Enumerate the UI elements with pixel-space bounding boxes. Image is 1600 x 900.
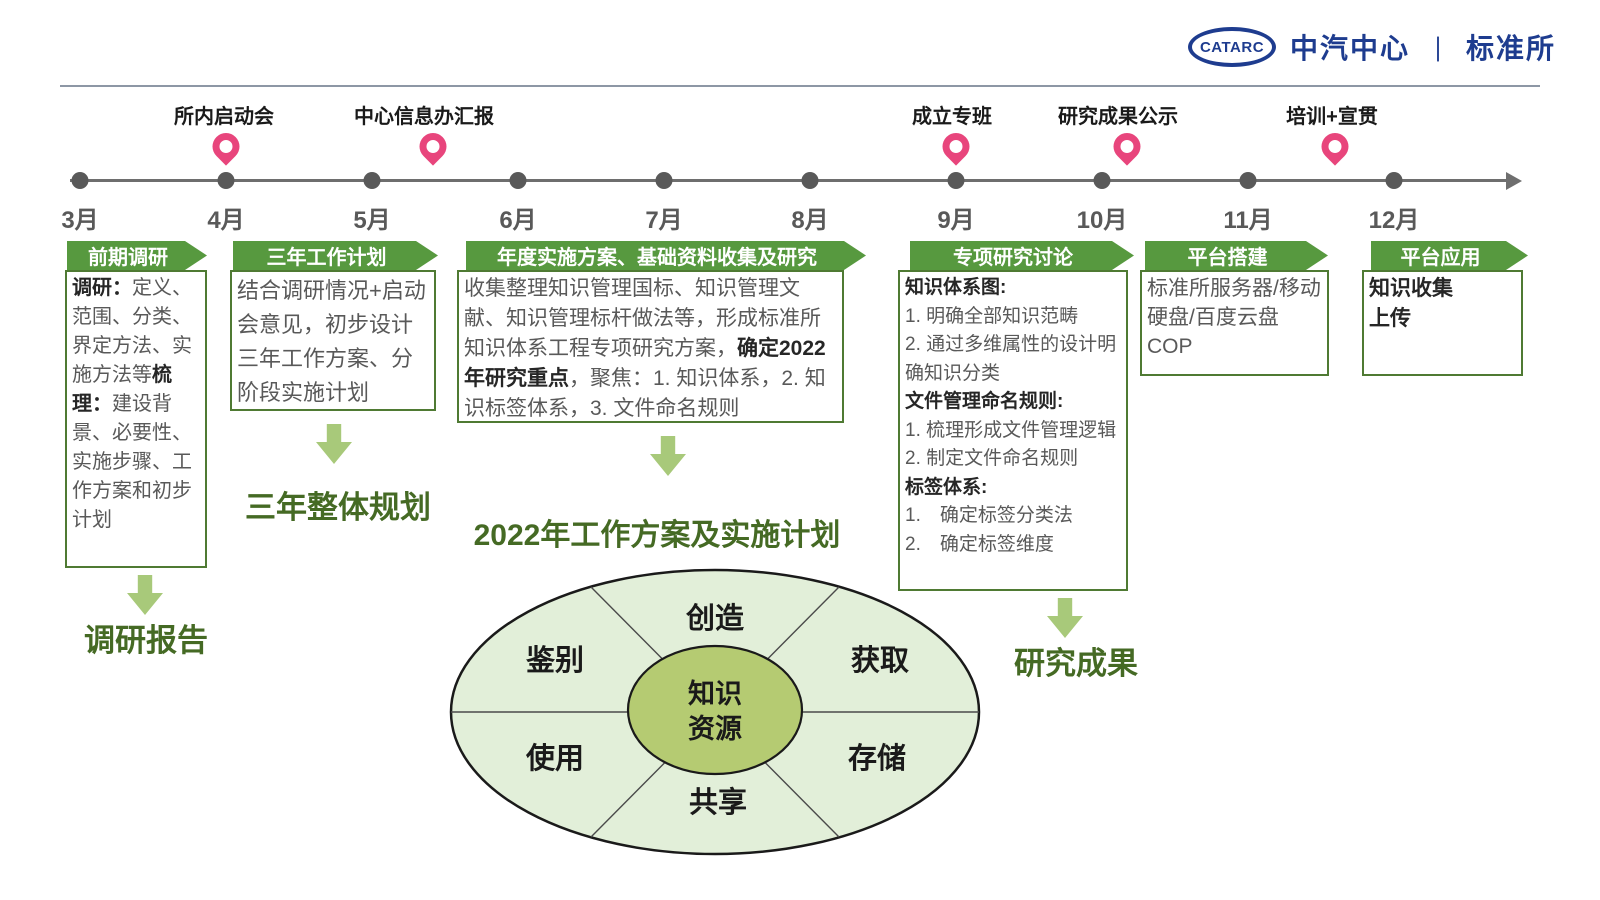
box-run: 建设背景、必要性、实施步骤、工作方案和初步计划 [72,393,192,531]
month-label: 12月 [1368,207,1420,234]
box-line: 2. 确定标签维度 [905,533,1054,555]
cycle-segment-acquire: 获取 [851,644,909,677]
map-pin-icon [1107,127,1147,166]
month-label: 6月 [499,207,537,234]
map-pin-icon [936,127,976,166]
output-2022-work-plan: 2022年工作方案及实施计划 [473,519,841,552]
timeline-arrowhead-icon [1506,172,1522,190]
catarc-logo-icon: CATARC [1188,27,1276,67]
month-label: 3月 [61,207,99,234]
phase-banner-annual-implementation: 年度实施方案、基础资料收集及研究 [466,241,866,270]
output-research-results: 研究成果 [1014,646,1138,681]
box-run: ，聚焦：1. 知识体系，2. 知识标签体系，3. 文件命名规则 [464,367,826,420]
box-line: 1. 梳理形成文件管理逻辑 [905,419,1117,441]
phase-banner-special-research: 专项研究讨论 [910,241,1134,270]
cycle-segment-use: 使用 [525,742,584,775]
month-label: 10月 [1076,207,1128,234]
box-run: 确定2022年研究重点 [464,337,826,390]
timeline-dot [655,172,673,189]
box-line: 1. 明确全部知识范畴 [905,305,1079,327]
phase-box-platform-apply: 知识收集 上传 [1362,270,1523,376]
down-arrow-icon [650,436,686,476]
header-logo-group: CATARC 中汽中心 ｜ 标准所 [1188,24,1556,70]
box-line: 文件管理命名规则: [905,391,1064,412]
timeline-dot [801,172,819,189]
org-divider: ｜ [1426,36,1451,64]
box-run: 调研： [72,277,132,299]
milestone-label: 中心信息办汇报 [354,106,494,128]
phase-banner-platform-build: 平台搭建 [1145,241,1328,270]
map-pin-icon [1315,127,1355,166]
box-run: 梳理： [72,364,172,415]
milestone-label: 成立专班 [912,106,992,128]
box-line: 2. 通过多维属性的设计明确知识分类 [905,334,1117,384]
box-line: 1. 确定标签分类法 [905,505,1073,526]
month-label: 5月 [353,207,391,234]
phase-box-platform-build: 标准所服务器/移动硬盘/百度云盘COP [1140,270,1329,376]
map-pin-icon [206,127,246,166]
phase-box-three-year-plan: 结合调研情况+启动会意见，初步设计三年工作方案、分阶段实施计划 [230,270,436,411]
cycle-center-ellipse [626,644,804,776]
timeline-dot [1385,172,1403,189]
month-label: 4月 [207,207,245,234]
output-three-year-overall-plan: 三年整体规划 [245,490,431,525]
phase-banner-platform-apply: 平台应用 [1371,241,1528,270]
timeline-dot [509,172,527,189]
timeline-dot [1239,172,1257,189]
timeline-dot [947,172,965,189]
phase-box-annual-implementation: 收集整理知识管理国标、知识管理文献、知识管理标杆做法等，形成标准所知识体系工程专… [457,270,844,423]
month-label: 7月 [645,207,683,234]
cycle-segment-store: 存储 [848,742,906,775]
cycle-segment-create: 创造 [685,602,744,635]
month-label: 9月 [937,207,975,234]
down-arrow-icon [127,575,163,615]
logo-text: CATARC [1199,38,1265,56]
box-line: 知识收集 [1369,277,1453,300]
map-pin-icon [413,127,453,166]
box-text: 结合调研情况+启动会意见，初步设计三年工作方案、分阶段实施计划 [237,278,426,405]
timeline-dot [217,172,235,189]
cycle-center-label-line2: 资源 [688,714,742,744]
down-arrow-icon [316,424,352,464]
phase-box-early-research: 调研：定义、范围、分类、界定方法、实施方法等梳理：建设背景、必要性、实施步骤、工… [65,270,207,568]
box-line: 标签体系: [905,476,988,498]
phase-banner-early-research: 前期调研 [67,241,207,270]
cycle-segment-share: 共享 [689,785,747,819]
timeline-dot [1093,172,1111,189]
timeline-dot [363,172,381,189]
box-line: 2. 制定文件命名规则 [905,448,1079,469]
box-line: 上传 [1369,307,1411,330]
org-name: 中汽中心 [1290,33,1411,64]
knowledge-cycle-diagram: 创造 获取 存储 共享 使用 鉴别 知识 资源 [449,568,981,856]
box-line: 知识体系图: [905,277,1007,298]
cycle-center-label-line1: 知识 [688,679,742,709]
box-text: 标准所服务器/移动硬盘/百度云盘COP [1147,277,1321,358]
phase-box-special-research: 知识体系图: 1. 明确全部知识范畴 2. 通过多维属性的设计明确知识分类 文件… [898,270,1128,591]
cycle-segment-identify: 鉴别 [525,644,584,677]
header-divider-line [60,85,1540,87]
dept-name: 标准所 [1466,33,1557,64]
milestone-label: 培训+宣贯 [1286,106,1378,128]
milestone-label: 研究成果公示 [1058,106,1178,128]
milestone-label: 所内启动会 [174,106,274,128]
phase-banner-three-year-plan: 三年工作计划 [233,241,438,270]
box-run: 收集整理知识管理国标、知识管理文献、知识管理标杆做法等，形成标准所知识体系工程专… [464,277,821,360]
timeline-dot [71,172,89,189]
down-arrow-icon [1047,598,1083,638]
output-research-report: 调研报告 [84,623,208,658]
month-label: 8月 [791,207,829,234]
box-run: 定义、范围、分类、界定方法、实施方法等 [72,277,192,386]
timeline-axis [70,179,1510,182]
month-label: 11月 [1223,207,1273,234]
